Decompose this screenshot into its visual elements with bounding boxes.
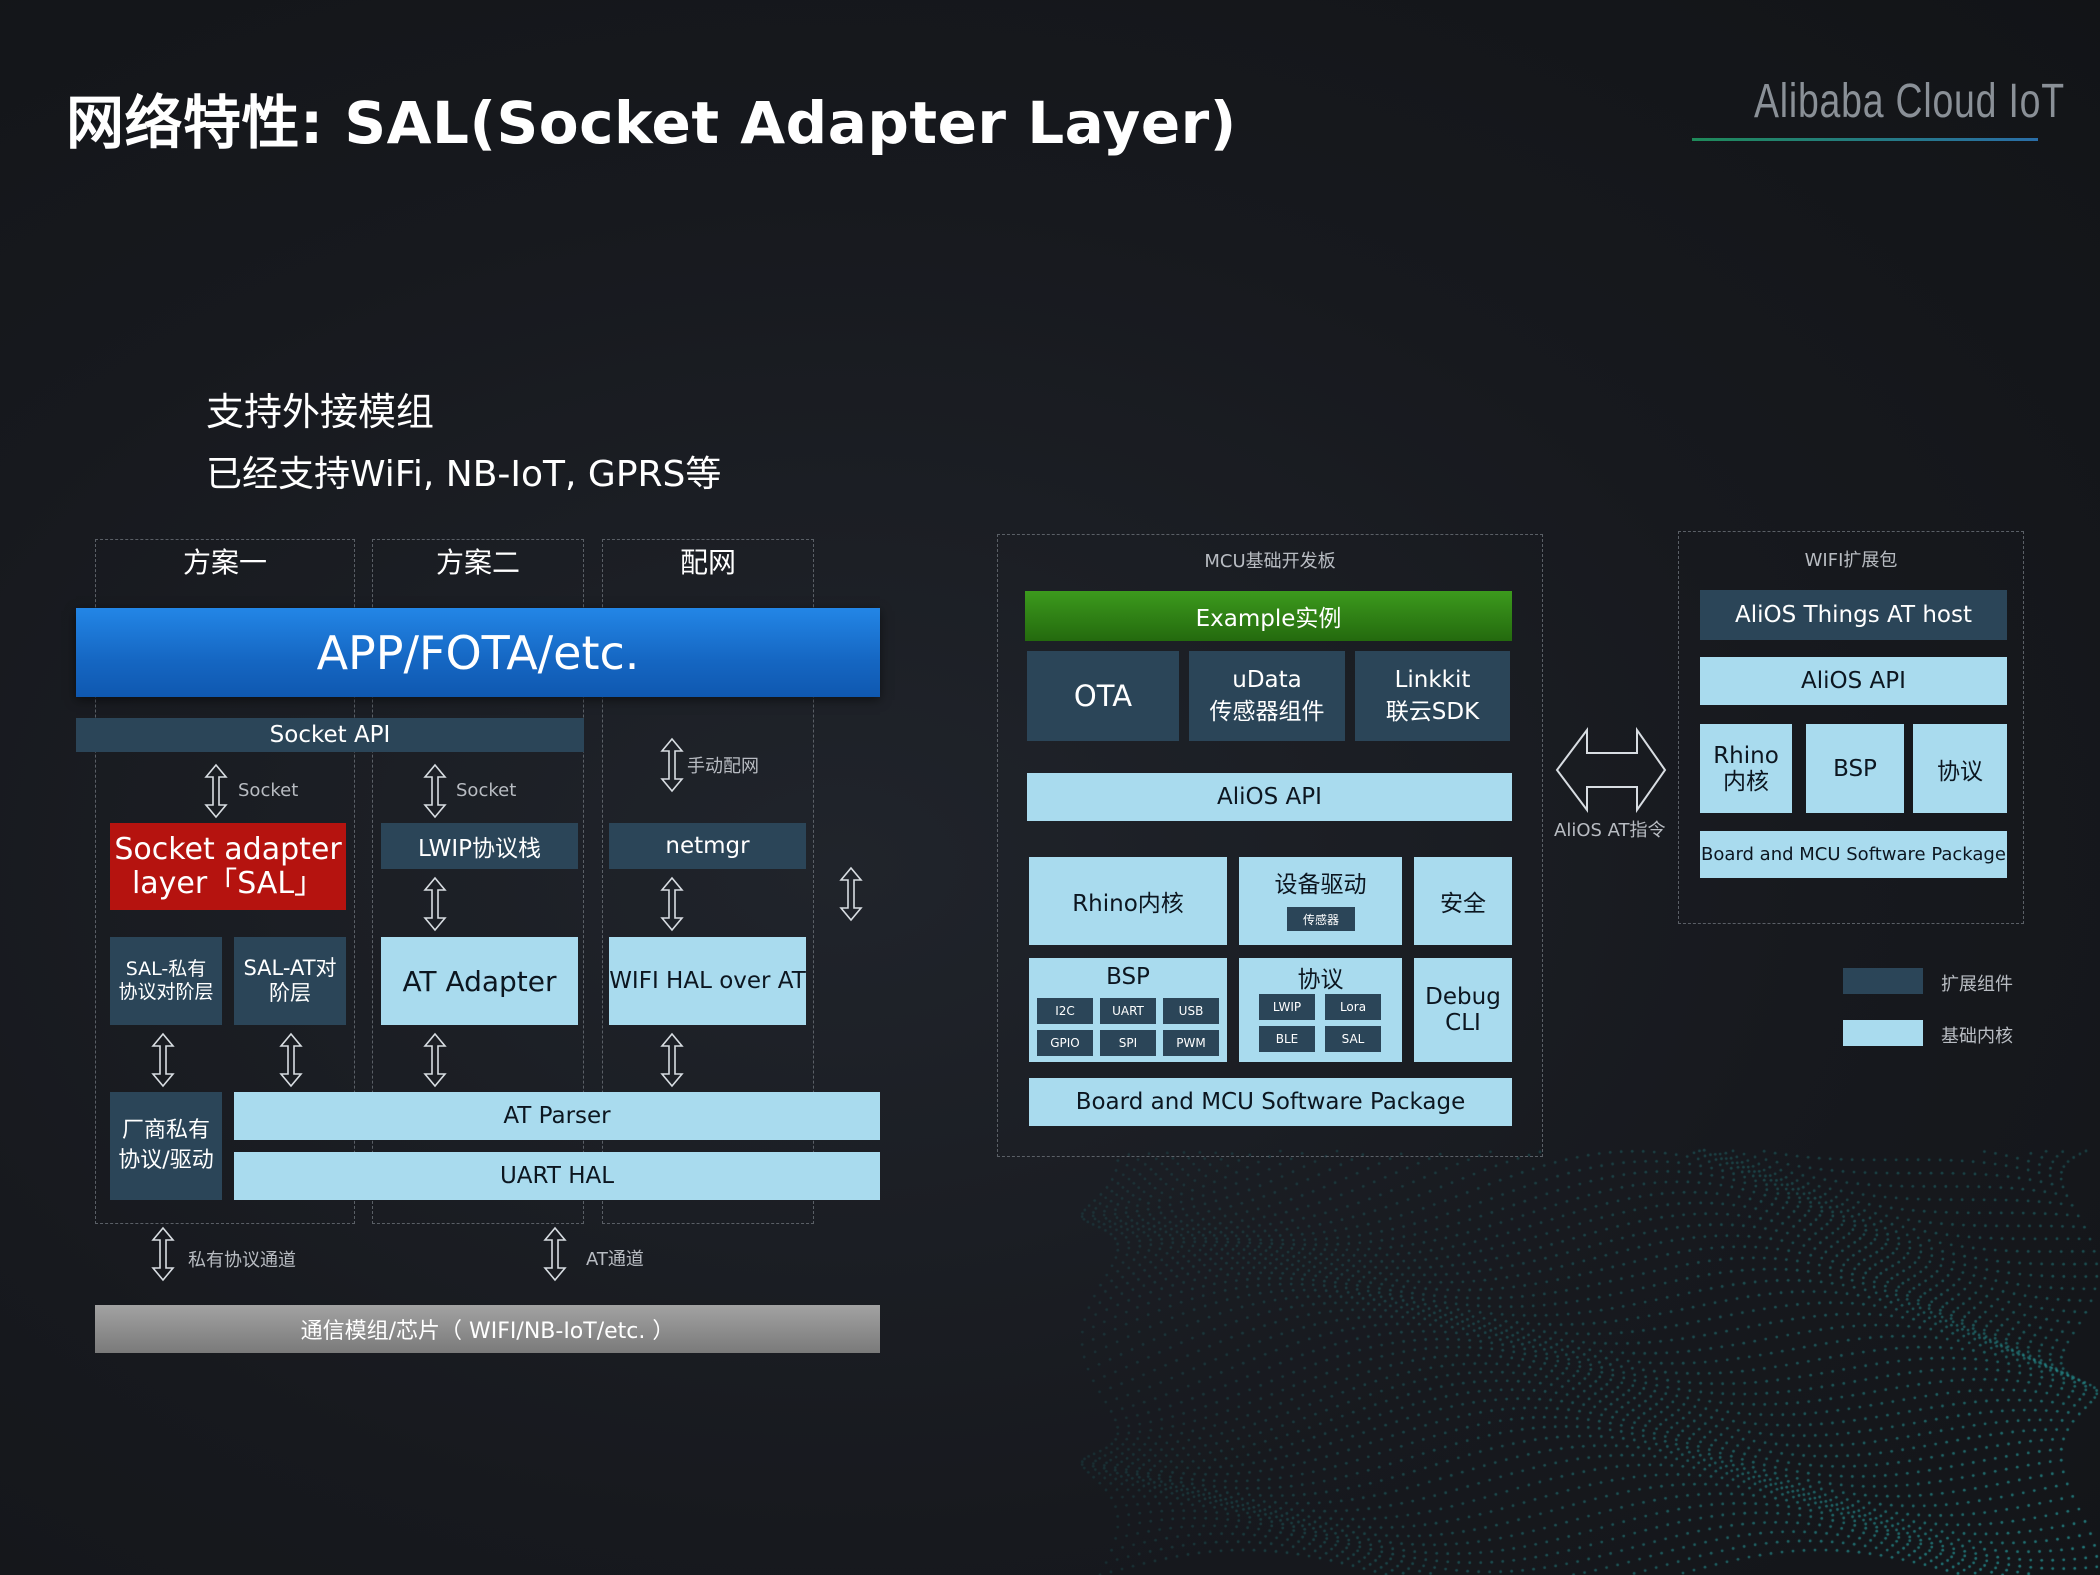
udata-line-2: 传感器组件 xyxy=(1209,699,1325,725)
example-bar: Example实例 xyxy=(1025,591,1512,641)
mcu-title: MCU基础开发板 xyxy=(1204,551,1336,572)
sal-at-layer-block: SAL-AT对 阶层 xyxy=(234,937,346,1025)
device-driver-block: 设备驱动 传感器 xyxy=(1239,857,1402,945)
mcu-alios-api-bar: AliOS API xyxy=(1027,773,1512,821)
vendor-line-1: 厂商私有 xyxy=(121,1118,210,1143)
manual-network-label: 手动配网 xyxy=(687,756,759,777)
linkkit-line-2: 联云SDK xyxy=(1385,699,1480,725)
bsp-label: BSP xyxy=(1106,964,1150,990)
legend-swatch-base xyxy=(1843,1020,1923,1046)
bsp-item-i2c: I2C xyxy=(1037,998,1093,1024)
legend-label-base: 基础内核 xyxy=(1941,1026,2013,1047)
updown-arrow-icon xyxy=(660,737,684,793)
intro-line-2: 已经支持WiFi, NB-IoT, GPRS等 xyxy=(206,454,722,495)
socket-api-bar: Socket API xyxy=(76,718,584,752)
comm-module-bar: 通信模组/芯片（ WIFI/NB-IoT/etc. ） xyxy=(95,1305,880,1353)
updown-arrow-icon xyxy=(151,1032,175,1088)
updown-arrow-icon xyxy=(839,866,863,922)
wifi-frame xyxy=(1678,531,2024,924)
legend-swatch-extension xyxy=(1843,968,1923,994)
at-parser-bar: AT Parser xyxy=(234,1092,880,1140)
column-label-3: 配网 xyxy=(679,546,736,579)
app-layer: APP/FOTA/etc. xyxy=(76,608,880,697)
updown-arrow-icon xyxy=(423,763,447,819)
device-driver-label: 设备驱动 xyxy=(1274,872,1367,898)
linkkit-line-1: Linkkit xyxy=(1394,667,1471,693)
socket-label-2: Socket xyxy=(456,780,517,801)
column-label-1: 方案一 xyxy=(182,546,267,579)
sal-at-line-1: SAL-AT对 xyxy=(243,956,337,980)
vendor-driver-block: 厂商私有 协议/驱动 xyxy=(110,1092,222,1200)
debug-cli-block: Debug CLI xyxy=(1414,958,1512,1062)
wifi-rhino-block: Rhino 内核 xyxy=(1700,724,1792,813)
updown-arrow-icon xyxy=(660,1032,684,1088)
column-label-2: 方案二 xyxy=(435,546,520,579)
updown-arrow-icon xyxy=(204,763,228,819)
uart-hal-bar: UART HAL xyxy=(234,1152,880,1200)
wifi-rhino-line-1: Rhino xyxy=(1713,742,1779,769)
protocol-block: 协议 LWIP Lora BLE SAL xyxy=(1239,958,1402,1062)
bsp-item-uart: UART xyxy=(1100,998,1156,1024)
column-frame-3 xyxy=(602,539,814,1224)
intro-line-1: 支持外接模组 xyxy=(206,390,435,434)
updown-arrow-icon xyxy=(423,1032,447,1088)
sal-block-line-2: layer「SAL」 xyxy=(131,865,325,901)
sal-private-line-2: 协议对阶层 xyxy=(118,981,214,1003)
at-host-bar: AliOS Things AT host xyxy=(1700,590,2007,640)
protocol-item-sal: SAL xyxy=(1325,1026,1381,1052)
updown-arrow-icon xyxy=(279,1032,303,1088)
wifi-protocol-block: 协议 xyxy=(1913,724,2007,813)
brand-logo: Alibaba Cloud IoT xyxy=(1754,75,2065,128)
sensor-chip: 传感器 xyxy=(1287,907,1355,931)
wifi-hal-block: WIFI HAL over AT xyxy=(609,937,806,1025)
page-title: 网络特性: SAL(Socket Adapter Layer) xyxy=(66,89,1237,157)
bsp-block: BSP I2C UART USB GPIO SPI PWM xyxy=(1029,958,1227,1062)
updown-arrow-icon xyxy=(543,1226,567,1282)
sal-at-line-2: 阶层 xyxy=(269,981,311,1005)
security-block: 安全 xyxy=(1414,857,1512,945)
debug-line-1: Debug xyxy=(1425,984,1501,1010)
protocol-item-lwip: LWIP xyxy=(1259,994,1315,1020)
debug-line-2: CLI xyxy=(1445,1010,1481,1036)
udata-block: uData 传感器组件 xyxy=(1189,651,1345,741)
lwip-stack-block: LWIP协议栈 xyxy=(381,823,578,869)
udata-line-1: uData xyxy=(1232,667,1302,693)
updown-arrow-icon xyxy=(423,876,447,932)
private-channel-label: 私有协议通道 xyxy=(188,1250,296,1271)
wifi-alios-api-bar: AliOS API xyxy=(1700,657,2007,705)
updown-arrow-icon xyxy=(660,876,684,932)
legend-label-extension: 扩展组件 xyxy=(1941,974,2013,995)
mcu-board-package-bar: Board and MCU Software Package xyxy=(1029,1078,1512,1126)
sal-block-line-1: Socket adapter xyxy=(114,831,342,867)
sal-block: Socket adapter layer「SAL」 xyxy=(110,823,346,910)
sal-private-line-1: SAL-私有 xyxy=(125,958,207,980)
rhino-kernel-block: Rhino内核 xyxy=(1029,857,1227,945)
bsp-item-gpio: GPIO xyxy=(1037,1030,1093,1056)
wifi-title: WIFI扩展包 xyxy=(1804,550,1898,571)
at-adapter-block: AT Adapter xyxy=(381,937,578,1025)
wifi-rhino-line-2: 内核 xyxy=(1723,768,1769,795)
sal-private-layer-block: SAL-私有 协议对阶层 xyxy=(110,937,222,1025)
mcu-frame xyxy=(997,534,1543,1157)
bsp-item-usb: USB xyxy=(1163,998,1219,1024)
netmgr-block: netmgr xyxy=(609,823,806,869)
column-frame-2 xyxy=(372,539,584,1224)
double-arrow-icon xyxy=(1555,726,1667,814)
bsp-item-pwm: PWM xyxy=(1163,1030,1219,1056)
brand-underline xyxy=(1692,138,2038,141)
alios-at-command-label: AliOS AT指令 xyxy=(1554,820,1666,841)
protocol-item-ble: BLE xyxy=(1259,1026,1315,1052)
at-channel-label: AT通道 xyxy=(586,1249,644,1270)
vendor-line-2: 协议/驱动 xyxy=(118,1148,214,1173)
protocol-item-lora: Lora xyxy=(1325,994,1381,1020)
socket-label-1: Socket xyxy=(238,780,299,801)
bsp-item-spi: SPI xyxy=(1100,1030,1156,1056)
wifi-board-package-bar: Board and MCU Software Package xyxy=(1700,831,2007,878)
protocol-label: 协议 xyxy=(1297,967,1344,993)
linkkit-block: Linkkit 联云SDK xyxy=(1355,651,1510,741)
wifi-bsp-block: BSP xyxy=(1806,724,1904,813)
updown-arrow-icon xyxy=(151,1226,175,1282)
column-frame-1 xyxy=(95,539,355,1224)
ota-block: OTA xyxy=(1027,651,1179,741)
